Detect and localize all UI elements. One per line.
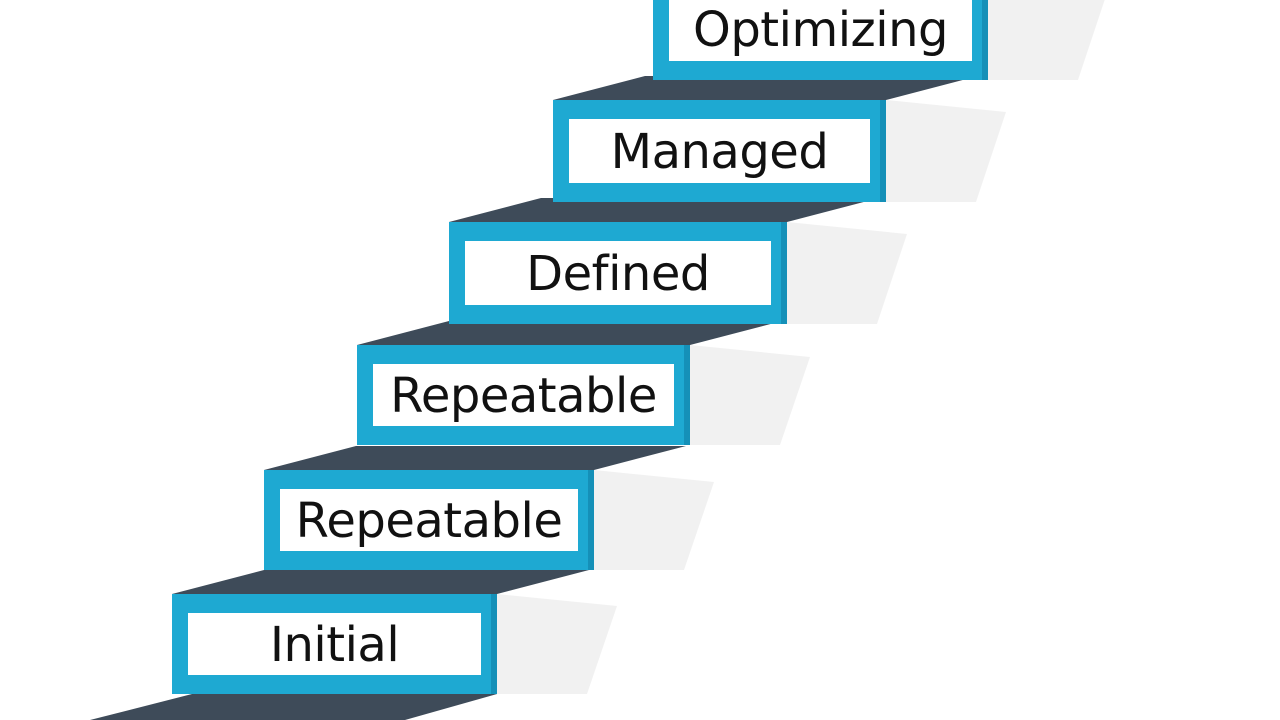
step-label-3: Repeatable bbox=[390, 368, 657, 424]
step-shadow bbox=[988, 0, 1105, 80]
step-riser-edge bbox=[588, 470, 594, 570]
riser-layer: InitialRepeatableRepeatableDefinedManage… bbox=[172, 0, 988, 694]
step-label-panel bbox=[373, 364, 674, 426]
step-shadow bbox=[787, 222, 907, 324]
step-tread bbox=[357, 321, 782, 345]
step-tread bbox=[553, 76, 978, 100]
tread-layer bbox=[90, 76, 978, 720]
shadow-layer bbox=[497, 0, 1105, 694]
step-riser-edge bbox=[491, 594, 497, 694]
step-tread bbox=[172, 570, 589, 594]
step-label-panel bbox=[188, 613, 481, 675]
step-label-panel bbox=[669, 0, 972, 61]
step-label-panel bbox=[280, 489, 578, 551]
step-label-panel bbox=[569, 119, 870, 183]
step-shadow bbox=[497, 594, 617, 694]
step-label-6: Optimizing bbox=[693, 2, 948, 58]
step-label-1: Initial bbox=[270, 617, 399, 673]
step-label-panel bbox=[465, 241, 771, 305]
step-riser-edge bbox=[982, 0, 988, 80]
step-shadow bbox=[690, 345, 810, 445]
step-tread bbox=[449, 198, 879, 222]
step-riser-edge bbox=[781, 222, 787, 324]
step-label-2: Repeatable bbox=[296, 493, 563, 549]
step-riser-edge bbox=[880, 100, 886, 202]
step-tread bbox=[264, 446, 686, 470]
step-label-4: Defined bbox=[526, 246, 710, 302]
step-shadow bbox=[594, 470, 714, 570]
tread-floor bbox=[90, 694, 497, 720]
step-shadow bbox=[886, 100, 1006, 202]
step-riser-edge bbox=[684, 345, 690, 445]
step-label-5: Managed bbox=[611, 124, 829, 180]
